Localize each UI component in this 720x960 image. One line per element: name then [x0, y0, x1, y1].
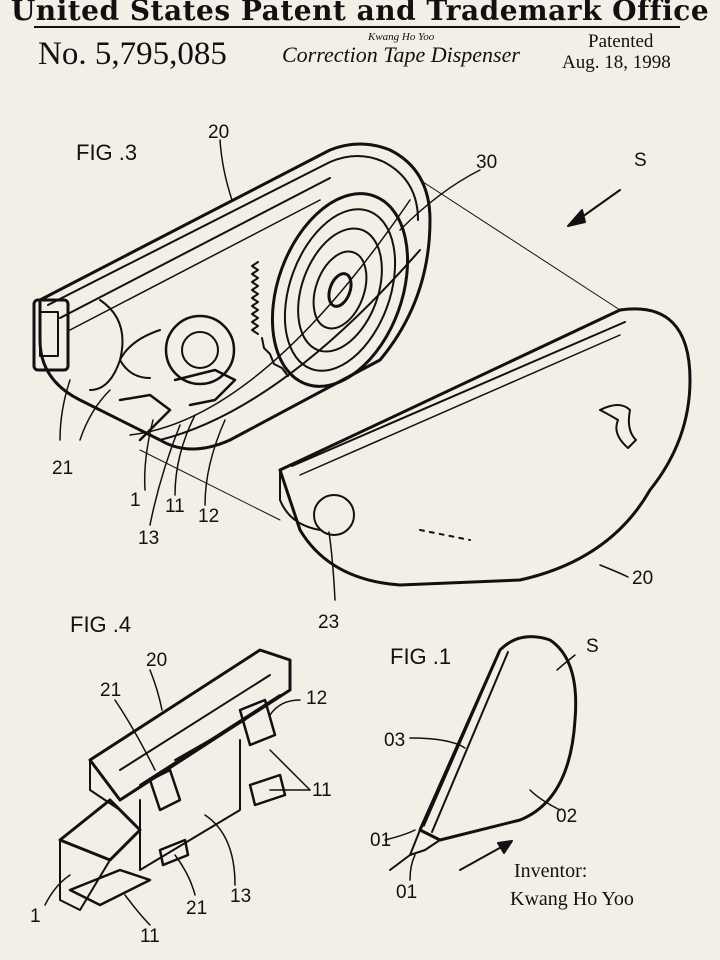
fig4-drawing — [44, 648, 311, 926]
reference-numerals: 20 30 S 21 1 11 12 13 23 20 20 21 12 11 … — [30, 122, 653, 947]
patent-number: No. 5,795,085 — [38, 36, 227, 72]
patent-date: Aug. 18, 1998 — [562, 52, 671, 73]
header-rule — [34, 26, 680, 28]
ref-20-fig3-lid: 20 — [632, 568, 653, 589]
ref-12-fig3: 12 — [198, 506, 219, 527]
patented-label: Patented — [588, 31, 654, 52]
ref-02: 02 — [556, 806, 577, 827]
inventor-name: Kwang Ho Yoo — [510, 888, 634, 910]
ref-s-fig1: S — [586, 636, 599, 657]
ref-s-fig3: S — [634, 150, 647, 171]
ref-1-fig3: 1 — [130, 490, 141, 511]
ref-01-lower: 01 — [396, 882, 417, 903]
ref-20-fig4: 20 — [146, 650, 167, 671]
ref-1-fig4: 1 — [30, 906, 41, 927]
fig4-label: FIG .4 — [70, 612, 131, 637]
fig1-drawing — [384, 635, 578, 881]
fig3-drawing — [32, 139, 692, 601]
inventor-label: Inventor: — [514, 860, 588, 882]
ref-13-fig4: 13 — [230, 886, 251, 907]
inventor-small: Kwang Ho Yoo — [368, 31, 435, 43]
ref-01-upper: 01 — [370, 830, 391, 851]
office-heading: United States Patent and Trademark Offic… — [10, 0, 710, 27]
ref-13-fig3: 13 — [138, 528, 159, 549]
ref-21-fig3: 21 — [52, 458, 73, 479]
ref-12-fig4: 12 — [306, 688, 327, 709]
ref-11-fig4-right: 11 — [312, 780, 332, 801]
ref-30: 30 — [476, 152, 497, 173]
ref-11-fig3: 11 — [165, 496, 185, 517]
ref-21-fig4-bottom: 21 — [186, 898, 207, 919]
fig3-label: FIG .3 — [76, 140, 137, 165]
ref-20-fig3-top: 20 — [208, 122, 229, 143]
fig1-label: FIG .1 — [390, 644, 451, 669]
ref-03: 03 — [384, 730, 405, 751]
ref-21-fig4-top: 21 — [100, 680, 121, 701]
patent-title: Correction Tape Dispenser — [282, 42, 520, 67]
ref-11-fig4-bottom: 11 — [140, 926, 160, 947]
ref-23: 23 — [318, 612, 339, 633]
